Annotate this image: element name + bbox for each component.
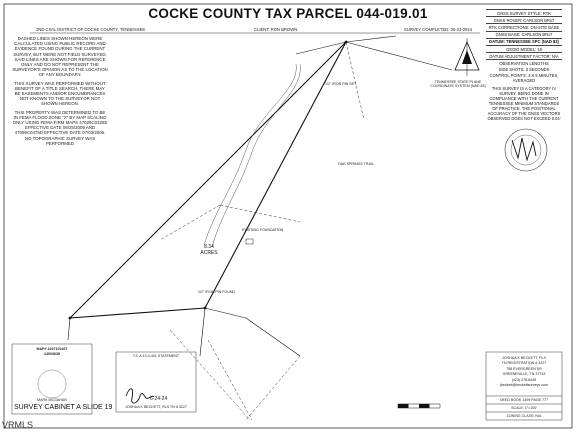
adjoiner-line <box>245 317 301 357</box>
adjoiner-line <box>67 317 71 341</box>
reference-line <box>245 355 301 421</box>
survey-completed-label: SURVEY COMPLETED: 06-23-2024 <box>404 27 473 32</box>
category-note: THIS SURVEY IS A CATEGORY IV SURVEY, BEI… <box>487 85 561 121</box>
tca-title: T.C.A 13-3-401 STATEMENT <box>132 354 180 358</box>
note-title-search: THIS SURVEY WAS PERFORMED WITHOUT BENEFI… <box>14 80 106 107</box>
pin-set-label: 1/2" IRON PIN SET <box>325 82 357 86</box>
reference-line <box>207 339 253 421</box>
acres-value: 8.34 <box>204 244 214 250</box>
surveyor-line: 758 EVERGREEN DR <box>506 366 542 371</box>
scale-label: SCALE: 1"=100' <box>511 406 537 410</box>
surveyor-line: GREENEVILLE, TN 37743 <box>502 372 546 377</box>
note-flood-zone: THIS PROPERTY WAS DETERMINED TO BE IN FE… <box>12 109 108 146</box>
tca-box <box>115 351 197 413</box>
survey-cabinet-label: SURVEY CABINET A SLIDE 19 <box>14 404 113 411</box>
surveyor-info: JOSHUA K BECKETT, PLS TN REGISTRATION # … <box>488 356 560 388</box>
zoning-label: ZONING CLASS: N/A <box>506 414 542 418</box>
gnss-row: GNSS BASE: CARLSON BRx7 <box>486 30 562 38</box>
foundation-outline <box>245 238 254 245</box>
corner-pin <box>344 40 348 44</box>
scale-bar-segment <box>398 404 409 408</box>
parcel-boundary <box>68 41 347 319</box>
corner-pin <box>68 316 72 320</box>
surveyor-seal <box>504 128 548 172</box>
adjoiner-line <box>204 307 247 319</box>
pin-found-label: 1/2" IRON PIN FOUND <box>198 290 236 294</box>
corner-pin <box>203 306 207 310</box>
district-label: 2ND CIVIL DISTRICT OF COCKE COUNTY, TENN… <box>36 27 146 32</box>
client-label: CLIENT: RON BROWN <box>254 27 298 32</box>
scale-bar-segment <box>419 404 430 408</box>
signature-caption: JOSHUA K BECKETT, RLS TN # 3227 <box>125 405 187 409</box>
sheet-border <box>3 3 573 429</box>
page-title: COCKE COUNTY TAX PARCEL 044-019.01 <box>148 6 428 21</box>
signature-date: 6-24-24 <box>150 396 168 402</box>
adjoiner-line <box>199 307 206 357</box>
surveyor-line: jbeckett@beckettsurveys.com <box>500 383 548 388</box>
seal-signature-scribble <box>511 137 537 162</box>
surveyor-line: TN REGISTRATION # 3227 <box>501 361 547 366</box>
foundation-label: EXISTING FOUNDATION <box>242 228 284 232</box>
map-ref-number: MAP# 1047101407 <box>36 347 68 351</box>
gnss-row: RTK CORRECTIONS: ON-SITE BASE <box>486 23 562 30</box>
gnss-info-panel: GNSS SURVEY STYLE: RTK GNSS ROVER: CARLS… <box>486 9 562 121</box>
mark-name-label: MARK MCGAHAN <box>37 398 67 402</box>
gnss-row: SIDE SHOTS: 3 SECONDS <box>498 67 550 73</box>
acreage-label: 8.34 ACRES <box>194 244 224 256</box>
adjoiner-line <box>295 41 347 55</box>
reference-line <box>159 204 221 241</box>
gnss-row: DATUM: TENNESSEE SPC (NAD 83) <box>486 37 562 45</box>
gnss-row: CONTROL POINTS: 3 X 5 MINUTES, AVERAGED <box>489 73 559 84</box>
adjoiner-line <box>345 35 397 43</box>
deed-book-label: DEED BOOK 1499 PAGE 777 <box>499 398 549 402</box>
note-dashed-lines: DASHED LINES SHOWN HEREON WERE CALCULATE… <box>12 36 108 78</box>
signature-scribble <box>125 388 155 404</box>
road-line <box>203 63 297 246</box>
reference-line <box>219 204 301 223</box>
map-ref-info: MAP# 1047101407 24003639 <box>14 347 90 357</box>
road-line <box>211 63 301 248</box>
surveyor-box <box>485 351 563 421</box>
surveyor-line: (423) 278-8445 <box>511 377 537 382</box>
gnss-row: GNSS SURVEY STYLE: RTK <box>486 9 562 16</box>
vrmls-watermark: VRMLS <box>2 420 34 430</box>
survey-notes: DASHED LINES SHOWN HEREON WERE CALCULATE… <box>12 36 108 149</box>
gnss-row: GEOID MODEL: 18 <box>486 44 562 52</box>
road-label: OAK SPRINGS TRAIL <box>338 162 374 166</box>
gnss-row: OBSERVATION LENGTHS <box>486 59 562 66</box>
surveyor-line: JOSHUA K BECKETT, PLS <box>502 356 546 360</box>
acres-unit: ACRES <box>200 250 218 256</box>
adjoiner-line <box>345 41 453 71</box>
coordinate-system-label: TENNESSEE STATE PLANE COORDINATE SYSTEM … <box>430 80 486 89</box>
reference-line <box>169 329 251 421</box>
gnss-row: GNSS ROVER: CARLSON BRx7 <box>486 16 562 23</box>
map-stamp <box>37 369 67 399</box>
map-ref-box <box>11 343 93 415</box>
reference-line <box>345 41 365 121</box>
surveyor-seal-inner <box>510 134 542 166</box>
map-number: 24003639 <box>44 352 60 356</box>
gnss-row: DATUM ADJUSTMENT FACTOR: N/A <box>486 52 562 59</box>
